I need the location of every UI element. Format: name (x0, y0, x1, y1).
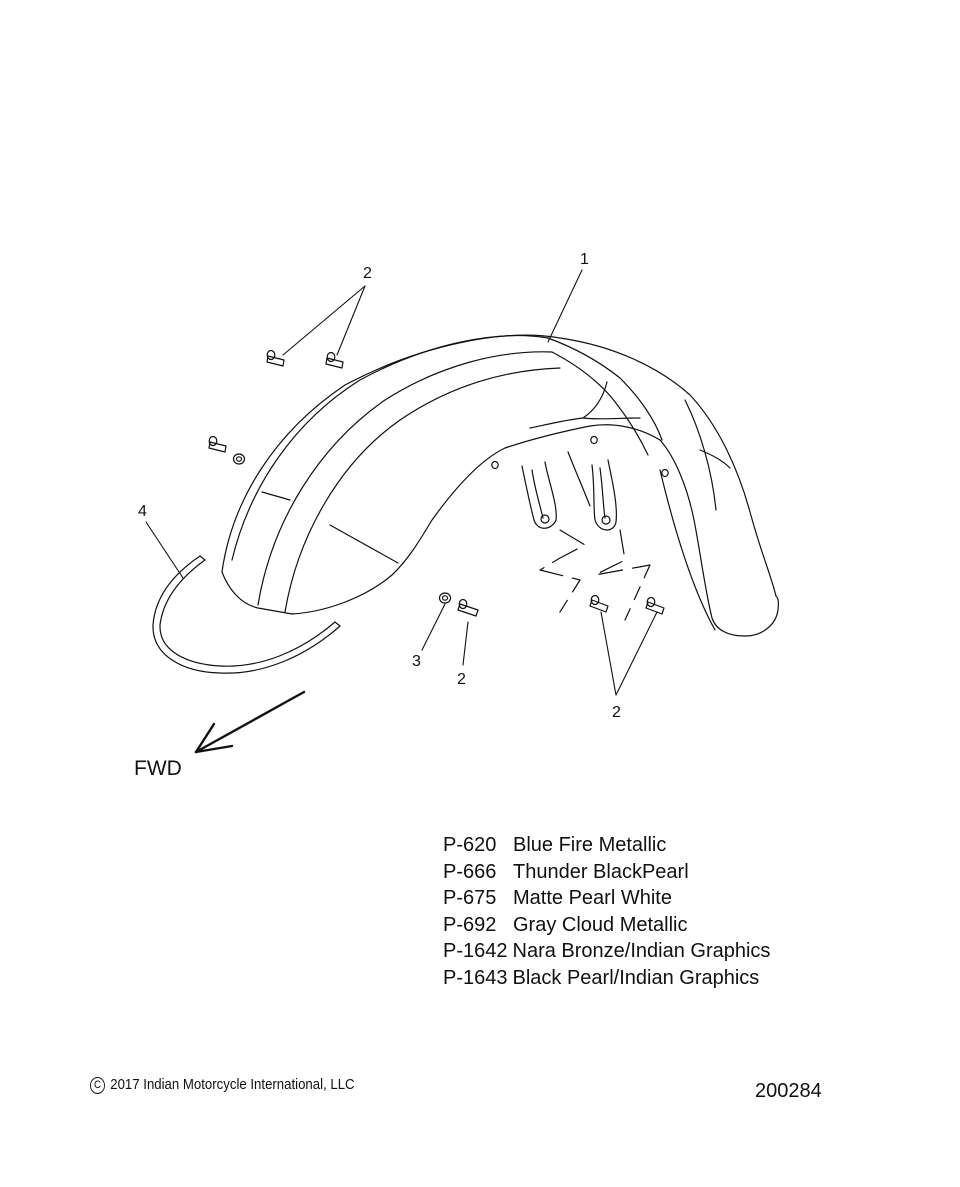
forward-direction-label: FWD (134, 757, 182, 780)
copyright-text: 2017 Indian Motorcycle International, LL… (110, 1076, 355, 1093)
fender-trim-strip (152, 555, 341, 674)
copyright-icon: C (90, 1077, 105, 1094)
copyright-notice: C 2017 Indian Motorcycle International, L… (90, 1076, 355, 1094)
leader-lines (145, 269, 658, 696)
screw-bottom-right-2 (645, 596, 665, 615)
document-number: 200284 (755, 1080, 822, 1102)
callout-nut: 3 (412, 653, 421, 670)
callout-screws-bottom-left: 2 (457, 671, 466, 688)
front-fender (221, 334, 779, 637)
screw-top-left (266, 349, 285, 367)
forward-arrow-icon (194, 690, 306, 754)
callout-screws-bottom-right: 2 (612, 704, 621, 721)
nut-side (232, 453, 246, 465)
screw-bottom-center (457, 598, 479, 617)
callout-fender: 1 (580, 251, 589, 268)
callout-screws-top: 2 (363, 265, 372, 282)
nut-bottom (438, 592, 452, 604)
callout-trim: 4 (138, 503, 147, 520)
screw-bottom-right-1 (589, 594, 609, 613)
screw-side (208, 435, 227, 453)
screw-top-right (325, 351, 344, 369)
